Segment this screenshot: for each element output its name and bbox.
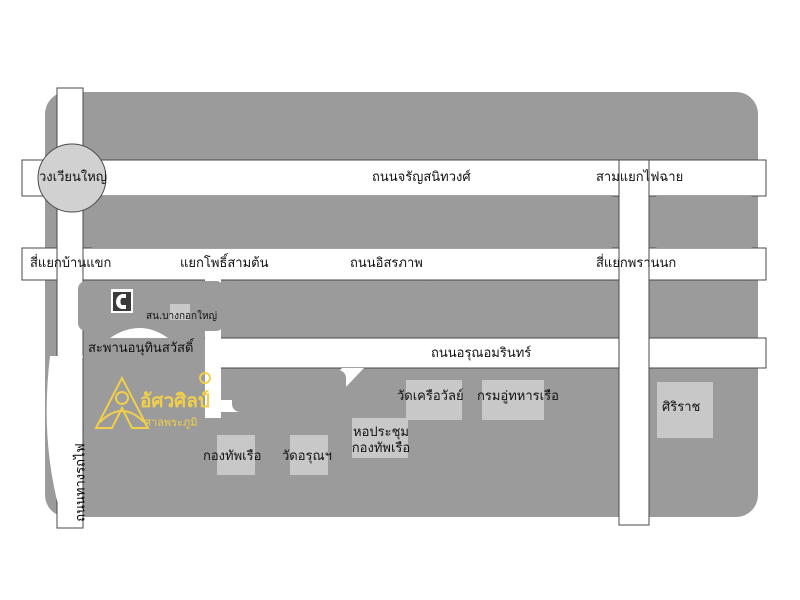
- landmark-wat-arun[interactable]: [290, 435, 328, 475]
- label-rot-fai-road-wrap: ถนนทางรถไฟ: [70, 442, 90, 521]
- landmark-bangkok-yai-office[interactable]: [170, 304, 190, 320]
- block-mid-1: [232, 281, 408, 333]
- block-north: [86, 196, 618, 248]
- label-wongwian-yai: วงเวียนใหญ่: [39, 170, 107, 185]
- label-si-yaek-ban-khaek: สี่แยกบ้านแขก: [30, 256, 112, 271]
- label-yaek-pho-sam-ton: แยกโพธิ์สามต้น: [180, 256, 269, 271]
- block-mid-2: [422, 281, 618, 333]
- landmark-wat-khruea-wan[interactable]: [406, 380, 462, 420]
- label-rot-fai-road: ถนนทางรถไฟ: [73, 443, 89, 522]
- block-small: [232, 370, 346, 412]
- label-navy: กองทัพเรือ: [203, 449, 262, 464]
- label-wat-arun: วัดอรุณฯ: [282, 449, 332, 464]
- label-si-yaek-phran-nok: สี่แยกพรานนก: [596, 256, 677, 271]
- police-station-icon: [111, 289, 133, 313]
- label-sam-yaek-fai-chai: สามแยกไฟฉาย: [596, 170, 684, 185]
- logo-name: อัศวศิลป์: [140, 390, 210, 412]
- label-saphan-anuthin: สะพานอนุทินสวัสดิ์: [88, 341, 194, 356]
- road-east-vertical[interactable]: [618, 159, 650, 526]
- block-mid-3: [650, 281, 758, 333]
- block-police: [78, 281, 224, 331]
- label-bangkok-yai-office: สน.บางกอกใหญ่: [146, 311, 218, 322]
- label-charoen-sanitwong: ถนนจรัญสนิทวงศ์: [372, 170, 471, 185]
- wongwian-yai-circle[interactable]: [37, 143, 107, 213]
- road-southwest-curve[interactable]: [46, 356, 84, 512]
- label-wat-khruea-wan: วัดเครือวัลย์: [397, 389, 464, 404]
- label-siriraj: ศิริราช: [662, 400, 701, 415]
- label-naval-dockyard: กรมอู่ทหารเรือ: [477, 389, 559, 404]
- label-arun-amarin: ถนนอรุณอมรินทร์: [431, 346, 532, 361]
- landmark-siriraj[interactable]: [657, 382, 713, 438]
- ganesh-logo-icon: [94, 372, 211, 429]
- label-itsaraphap: ถนนอิสรภาพ: [350, 256, 423, 271]
- landmark-navy[interactable]: [217, 435, 255, 475]
- block-north-east: [650, 196, 758, 248]
- landmark-navy-hall[interactable]: [352, 418, 408, 458]
- logo-subtitle: ศาลพระภูมิ: [144, 416, 198, 429]
- landmark-naval-dockyard[interactable]: [482, 380, 544, 420]
- bridge-arc: [110, 328, 168, 338]
- label-navy-hall: หอประชุมกองทัพเรือ: [351, 425, 411, 456]
